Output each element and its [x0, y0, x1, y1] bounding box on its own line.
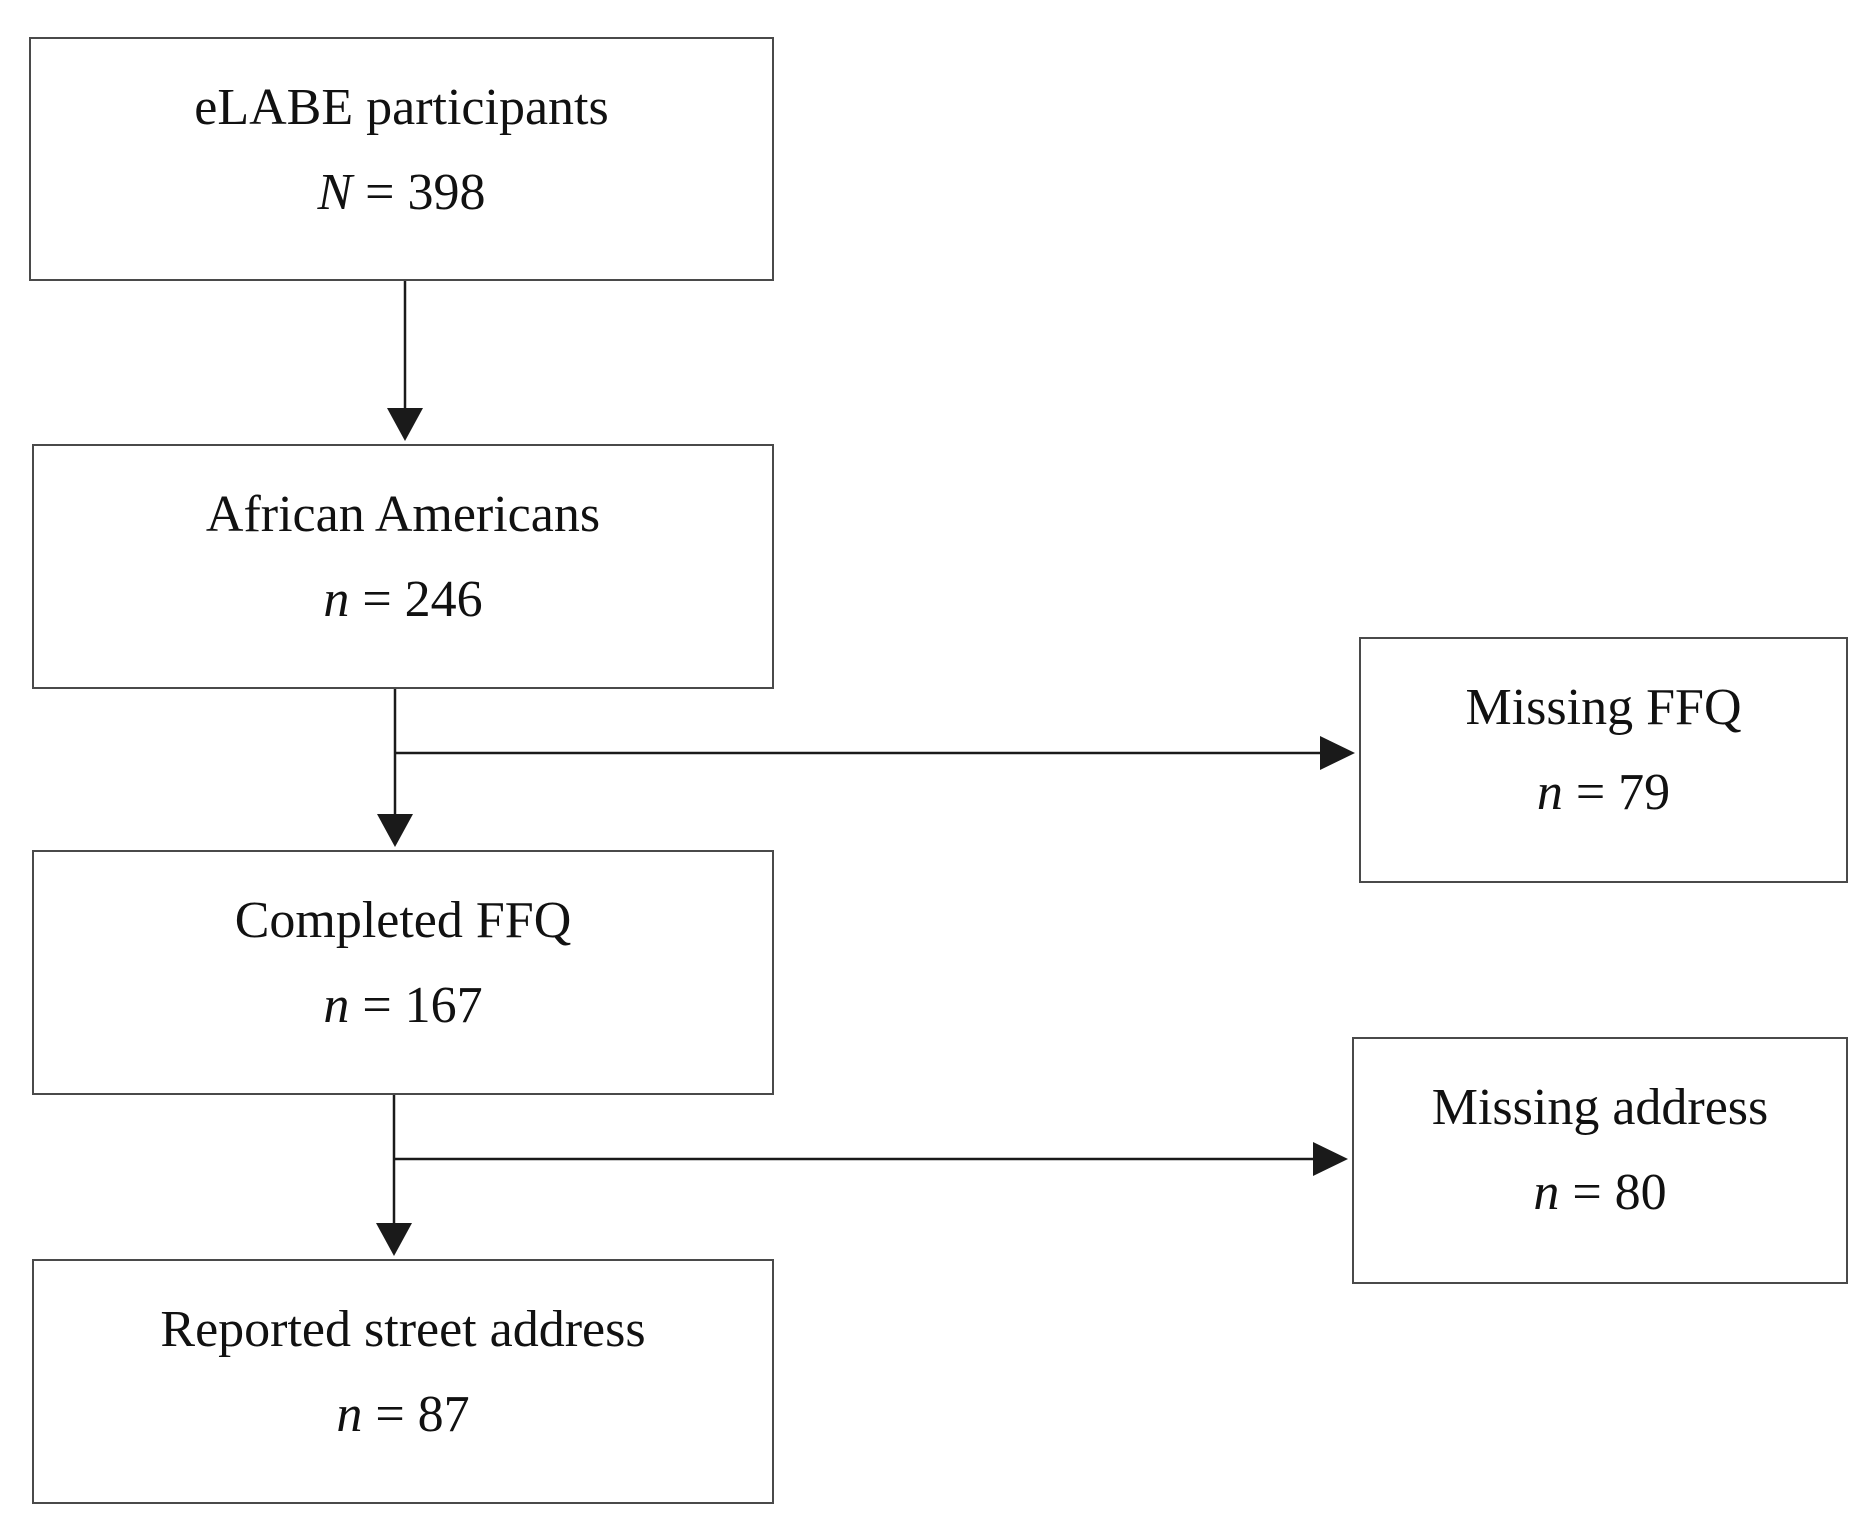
completed-ffq-box: Completed FFQ n = 167: [32, 850, 774, 1095]
reported-address-count: n = 87: [34, 1385, 772, 1445]
african-americans-label: African Americans: [205, 486, 601, 543]
missing-ffq-box: Missing FFQ n = 79: [1359, 637, 1848, 883]
arrowhead-to-african: [387, 408, 423, 441]
missing-address-label: Missing address: [1431, 1079, 1769, 1136]
participants-count: N = 398: [31, 163, 772, 223]
reported-address-box: Reported street address n = 87: [32, 1259, 774, 1504]
reported-address-label: Reported street address: [160, 1301, 646, 1358]
completed-ffq-label: Completed FFQ: [234, 892, 572, 949]
completed-ffq-count: n = 167: [34, 976, 772, 1036]
african-americans-count-equals: =: [349, 571, 405, 628]
missing-ffq-count-equals: =: [1562, 764, 1619, 821]
missing-address-count-value: 80: [1614, 1164, 1667, 1221]
reported-address-count-var: n: [336, 1386, 363, 1443]
missing-address-count-equals: =: [1559, 1164, 1615, 1221]
missing-ffq-count: n = 79: [1361, 763, 1846, 823]
missing-ffq-label: Missing FFQ: [1465, 679, 1742, 736]
participants-count-value: 398: [407, 164, 486, 221]
missing-address-count: n = 80: [1354, 1163, 1846, 1223]
participants-count-equals: =: [352, 164, 408, 221]
african-americans-count-var: n: [323, 571, 350, 628]
missing-ffq-count-value: 79: [1618, 764, 1671, 821]
reported-address-count-value: 87: [417, 1386, 470, 1443]
completed-ffq-count-equals: =: [349, 977, 405, 1034]
missing-address-box: Missing address n = 80: [1352, 1037, 1848, 1284]
missing-ffq-count-var: n: [1536, 764, 1563, 821]
reported-address-count-equals: =: [362, 1386, 418, 1443]
participants-label: eLABE participants: [194, 79, 609, 136]
african-americans-count-value: 246: [404, 571, 483, 628]
completed-ffq-count-var: n: [323, 977, 350, 1034]
african-americans-count: n = 246: [34, 570, 772, 630]
arrowhead-to-reported: [376, 1223, 412, 1256]
african-americans-box: African Americans n = 246: [32, 444, 774, 689]
participants-box: eLABE participants N = 398: [29, 37, 774, 281]
participants-count-var: N: [317, 164, 353, 221]
arrowhead-to-missing-address: [1313, 1142, 1348, 1176]
completed-ffq-count-value: 167: [404, 977, 483, 1034]
missing-address-count-var: n: [1533, 1164, 1560, 1221]
arrowhead-to-missing-ffq: [1320, 736, 1355, 770]
arrowhead-to-completed: [377, 814, 413, 847]
